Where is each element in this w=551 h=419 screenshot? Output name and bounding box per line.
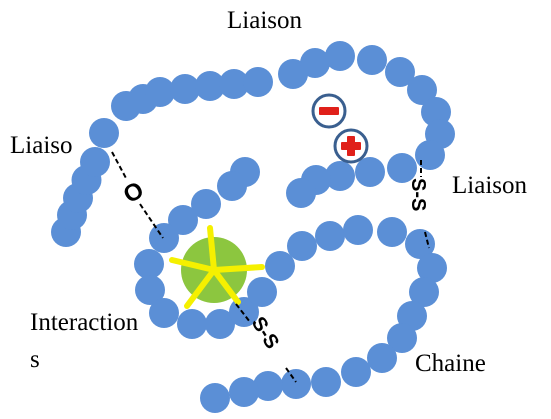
chain-bead xyxy=(191,189,221,219)
label-liaison-top: Liaison xyxy=(227,7,302,34)
label-liaison-left: Liaiso xyxy=(10,132,73,159)
chain-bead xyxy=(407,75,437,105)
chain-bead xyxy=(170,74,200,104)
chain-bead xyxy=(341,357,371,387)
chain-bead xyxy=(417,253,447,283)
chain-bead xyxy=(135,275,165,305)
chain-bead xyxy=(357,45,387,75)
chain-bead xyxy=(311,367,341,397)
chain-bead xyxy=(415,140,445,170)
chain-bead xyxy=(200,383,230,413)
chain-bead xyxy=(325,161,355,191)
negative-charge-icon xyxy=(311,93,347,129)
hydrogen-bond-line-2 xyxy=(139,203,164,239)
chain-bead xyxy=(229,377,259,407)
disulfide-right-line-bottom xyxy=(424,231,430,249)
chain-bead xyxy=(377,217,407,247)
chain-bead xyxy=(385,57,415,87)
chain-bead xyxy=(219,69,249,99)
chain-bead xyxy=(149,298,179,328)
positive-charge-icon xyxy=(333,128,369,164)
label-interactions-line2: s xyxy=(30,346,40,373)
chain-bead xyxy=(247,277,277,307)
chain-bead xyxy=(243,67,273,97)
label-liaison-right: Liaison xyxy=(452,172,527,199)
chain-bead xyxy=(89,118,119,148)
label-chaine: Chaine xyxy=(415,350,486,377)
chain-bead xyxy=(405,229,435,259)
chain-bead xyxy=(149,223,179,253)
chain-bead xyxy=(145,77,175,107)
chain-bead xyxy=(315,221,345,251)
chain-bead xyxy=(343,215,373,245)
chain-bead xyxy=(177,309,207,339)
chain-bead xyxy=(195,71,225,101)
chain-bead xyxy=(300,48,330,78)
chain-bead xyxy=(355,157,385,187)
chain-bead xyxy=(387,153,417,183)
hydrogen-bond-o-label: O xyxy=(119,176,149,209)
chain-bead xyxy=(168,205,198,235)
chain-bead xyxy=(325,41,355,71)
chain-bead xyxy=(286,178,316,208)
disulfide-right-label: S-S xyxy=(407,178,429,211)
disulfide-bottom-line-bottom xyxy=(285,367,297,383)
chain-bead xyxy=(205,309,235,339)
chain-bead xyxy=(265,251,295,281)
polypeptide-chain-inner xyxy=(134,157,447,413)
chain-bead xyxy=(367,343,397,373)
polypeptide-chain-upper xyxy=(51,41,455,247)
chain-bead xyxy=(217,171,247,201)
chain-bead xyxy=(253,371,283,401)
chain-bead xyxy=(134,249,164,279)
hydrophobic-star-icon xyxy=(169,225,265,309)
chain-bead xyxy=(387,323,417,353)
chain-bead xyxy=(80,147,110,177)
chain-bead xyxy=(287,231,317,261)
disulfide-bottom-line-top xyxy=(235,303,251,323)
hydrogen-bond-line-1 xyxy=(111,151,128,181)
label-interactions-line1: Interaction xyxy=(30,309,139,336)
chain-bead xyxy=(409,277,439,307)
chain-bead xyxy=(281,369,311,399)
